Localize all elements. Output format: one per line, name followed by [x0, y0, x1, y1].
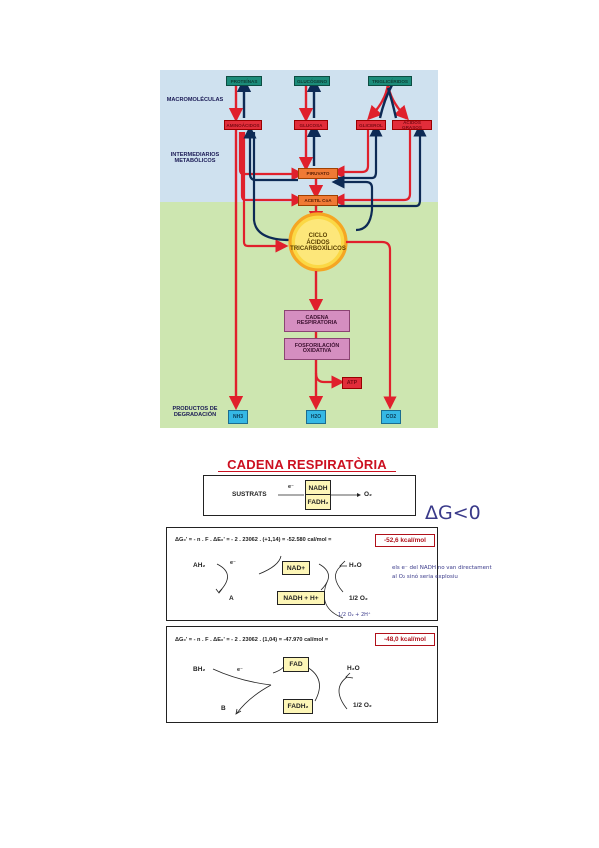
- sustrats-label: SUSTRATS: [232, 491, 267, 498]
- inter-acidos-grasos: ÁCIDOS GRASOS: [392, 120, 432, 130]
- fad-panel-half-o2: 1/2 O₂: [353, 702, 372, 709]
- nadh-panel-electron: e⁻: [230, 560, 236, 566]
- nadh-equation: ΔG₀' = - n . F . ΔE₀' = - 2 . 23062 . (+…: [175, 537, 332, 543]
- macro-trigliceridos: TRIGLICÉRIDOS: [368, 76, 412, 86]
- fad-panel-electron: e⁻: [237, 667, 243, 673]
- product-h2o: H2O: [306, 410, 326, 424]
- row-label-productos: PRODUCTOS DE DEGRADACIÓN: [172, 406, 218, 419]
- inter-glucosa: GLUCOSA: [294, 120, 328, 130]
- handwritten-delta-g: ΔG<0: [425, 502, 481, 524]
- fadh2-box: FADH₂: [305, 494, 331, 510]
- ah2-label: AH₂: [193, 562, 206, 569]
- nadh-panel-h2o: H₂O: [349, 562, 362, 569]
- summary-electron: e⁻: [288, 484, 294, 490]
- nad-plus-box: NAD+: [282, 561, 310, 575]
- handwritten-middle-note: 1/2 O₂ + 2H⁺: [338, 612, 371, 618]
- cadena-respiratoria-box: CADENA RESPIRATORIA: [284, 310, 350, 332]
- summary-arrows: [278, 493, 361, 497]
- product-nh3: NH3: [228, 410, 248, 424]
- row-label-macromoleculas: MACROMOLÉCULAS: [166, 97, 224, 103]
- nadh-h-box: NADH + H+: [277, 591, 325, 605]
- handwritten-note: els e⁻ del NADH no van directament al O₂…: [392, 565, 492, 580]
- nadh-panel-arrows: [215, 555, 347, 619]
- krebs-cycle-label: CICLO ÁCIDOS TRICARBOXÍLICOS: [290, 233, 346, 253]
- summary-o2: O₂: [364, 491, 372, 498]
- inter-glicerol: GLICEROL: [356, 120, 386, 130]
- fad-result: -48,0 kcal/mol: [375, 633, 435, 646]
- product-h2o-label: H2O: [310, 413, 322, 420]
- inter-aminoacidos: AMINOÁCIDOS: [224, 120, 262, 130]
- fad-panel-h2o: H₂O: [347, 665, 360, 672]
- atp-box: ATP: [342, 377, 362, 389]
- product-nh3-label: NH3: [232, 413, 243, 420]
- fad-equation: ΔG₀' = - n . F . ΔE₀' = - 2 . 23062 . (1…: [175, 637, 329, 643]
- a-label: A: [229, 595, 234, 602]
- macro-glucogeno: GLUCÓGENO: [294, 76, 330, 86]
- product-co2-label: CO2: [385, 413, 397, 420]
- fad-panel: ΔG₀' = - n . F . ΔE₀' = - 2 . 23062 . (1…: [166, 626, 438, 723]
- piruvato-box: PIRUVATO: [298, 168, 338, 179]
- macro-proteinas: PROTEÍNAS: [226, 76, 262, 86]
- fosforilacion-oxidativa-box: FOSFORILACIÓN OXIDATIVA: [284, 338, 350, 360]
- row-label-intermediarios: INTERMEDIARIOS METABÓLICOS: [170, 152, 220, 165]
- bh2-label: BH₂: [193, 666, 206, 673]
- acetil-coa-box: ACETIL CoA: [298, 195, 338, 206]
- fad-box: FAD: [283, 657, 309, 672]
- nadh-panel: ΔG₀' = - n . F . ΔE₀' = - 2 . 23062 . (+…: [166, 527, 438, 621]
- sustrats-summary-box: SUSTRATS e⁻ NADH FADH₂ O₂: [203, 475, 416, 516]
- b-label: B: [221, 705, 226, 712]
- nadh-result: -52,6 kcal/mol: [375, 534, 435, 547]
- nadh-panel-half-o2: 1/2 O₂: [349, 595, 368, 602]
- product-co2: CO2: [381, 410, 401, 424]
- fadh2-panel-box: FADH₂: [283, 699, 313, 714]
- metabolism-diagram: MACROMOLÉCULAS INTERMEDIARIOS METABÓLICO…: [160, 70, 438, 428]
- title-underline: [218, 471, 396, 473]
- fad-panel-arrows: [212, 662, 354, 715]
- respiratory-chain-title: CADENA RESPIRATÒRIA: [227, 457, 387, 472]
